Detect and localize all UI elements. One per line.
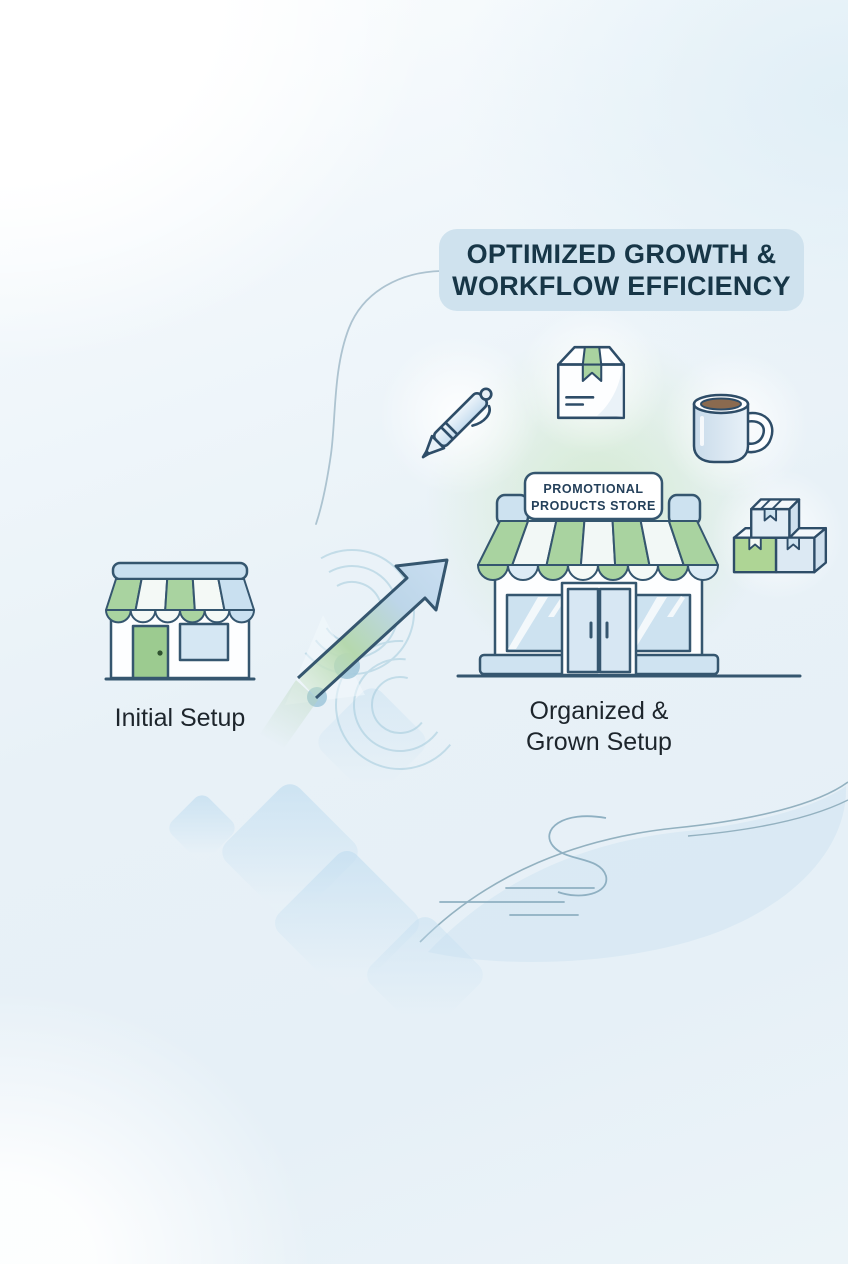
grown-setup-label: Organized & Grown Setup bbox=[464, 696, 734, 757]
title-line1: OPTIMIZED GROWTH & bbox=[466, 238, 777, 269]
box-page-curl bbox=[597, 365, 623, 417]
pen-icon bbox=[421, 387, 493, 459]
door-knob bbox=[157, 650, 163, 656]
growth-arrow-icon bbox=[260, 549, 465, 770]
large-store-door-right bbox=[598, 587, 632, 674]
large-store-icon: PROMOTIONAL PRODUCTS STORE bbox=[456, 471, 802, 678]
arrow-tail-fade bbox=[260, 680, 318, 748]
small-store-icon bbox=[104, 561, 256, 681]
stacked-boxes-icon bbox=[732, 498, 828, 574]
store-sign bbox=[523, 471, 664, 521]
store-sign-line2: PRODUCTS STORE bbox=[531, 499, 656, 513]
initial-setup-label: Initial Setup bbox=[80, 703, 280, 734]
large-store-door-left bbox=[566, 587, 600, 674]
bottom-swoosh-decoration bbox=[419, 781, 848, 963]
arrow-shape bbox=[296, 558, 449, 700]
title-banner: OPTIMIZED GROWTH & WORKFLOW EFFICIENCY bbox=[439, 229, 804, 311]
large-store-awning bbox=[477, 520, 719, 581]
small-store-awning-bar bbox=[111, 561, 249, 581]
mug-coffee bbox=[700, 397, 742, 411]
package-box-icon bbox=[556, 345, 626, 420]
contour-line bbox=[315, 270, 442, 525]
coffee-mug-icon bbox=[692, 393, 774, 464]
mug-body bbox=[692, 402, 750, 464]
title-line2: WORKFLOW EFFICIENCY bbox=[452, 271, 791, 301]
door-handles bbox=[589, 621, 609, 639]
store-sign-line1: PROMOTIONAL bbox=[543, 482, 643, 496]
grown-setup-text-line2: Grown Setup bbox=[526, 727, 672, 756]
small-store-window bbox=[178, 622, 230, 662]
small-store-door bbox=[131, 624, 170, 680]
initial-setup-text: Initial Setup bbox=[114, 704, 246, 732]
grown-setup-text-line1: Organized & bbox=[529, 697, 669, 725]
small-store-awning bbox=[105, 578, 255, 624]
